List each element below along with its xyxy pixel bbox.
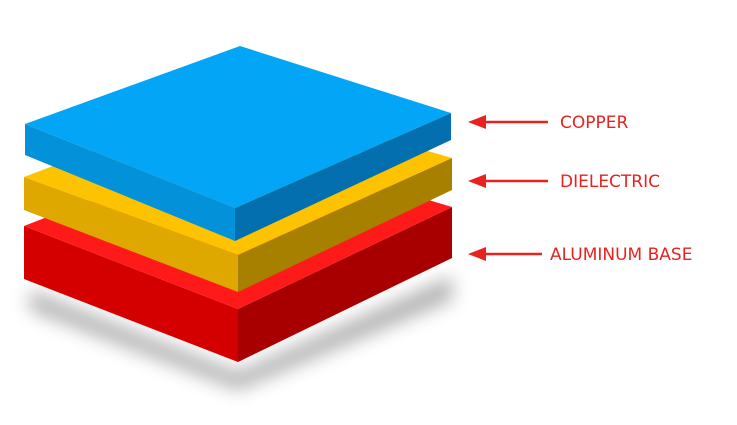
copper-side-face — [235, 113, 451, 241]
aluminum-base-side-face — [238, 207, 452, 362]
stack-shadow — [30, 276, 452, 390]
copper-label: COPPER — [560, 113, 628, 133]
copper-arrow — [468, 115, 548, 129]
copper-front-face — [25, 124, 235, 241]
copper-layer — [25, 46, 451, 241]
aluminum-base-front-face — [24, 226, 238, 362]
dielectric-front-face — [24, 177, 238, 292]
aluminum-base-arrow — [468, 247, 542, 261]
dielectric-arrow — [468, 174, 548, 188]
dielectric-label: DIELECTRIC — [560, 172, 660, 192]
dielectric-side-face — [238, 158, 452, 292]
copper-top-face — [25, 46, 451, 208]
aluminum-base-label: ALUMINUM BASE — [550, 245, 692, 265]
